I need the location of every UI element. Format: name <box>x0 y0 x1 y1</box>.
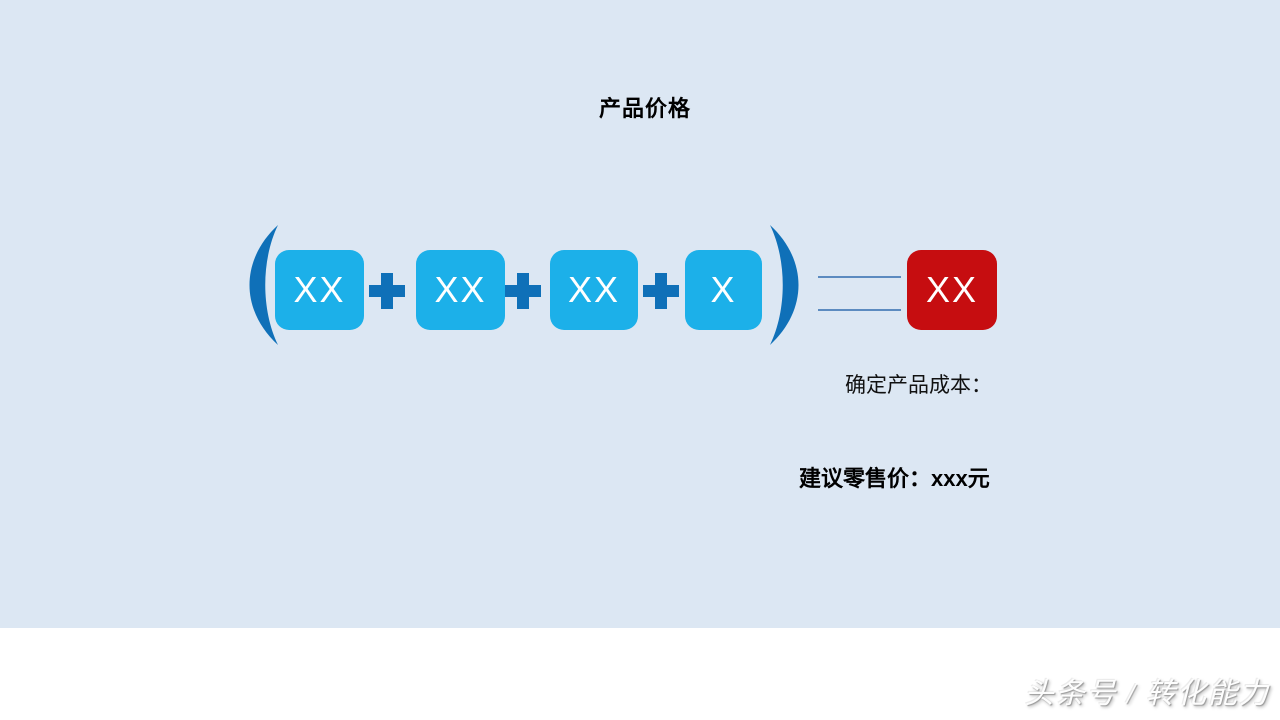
equals-line-top <box>818 276 901 278</box>
formula-term-label: XX <box>567 269 621 310</box>
slide-title: 产品价格 <box>598 96 691 121</box>
formula-term-box: X <box>685 250 762 330</box>
watermark-text: 头条号 / 转化能力 <box>1024 678 1270 710</box>
open-paren-icon <box>249 225 278 345</box>
formula-result-box: XX <box>907 250 997 330</box>
cost-note-text: 确定产品成本： <box>845 374 992 397</box>
plus-icon <box>505 273 541 309</box>
formula-term-label: X <box>710 269 737 310</box>
formula-term-label: XX <box>293 269 346 310</box>
footer-strip: 头条号 / 转化能力 <box>0 628 1280 720</box>
plus-icon <box>369 273 405 309</box>
plus-icon <box>643 273 679 309</box>
formula-term-box: XX <box>550 250 638 330</box>
slide-background: 产品价格 XX XX XX X XX 确定产品成本： 建议零售价：xxx元 <box>0 0 1280 628</box>
formula-term-box: XX <box>416 250 505 330</box>
equals-line-bottom <box>818 309 901 311</box>
formula-term-box: XX <box>275 250 364 330</box>
formula-term-label: XX <box>434 269 487 310</box>
formula-result-label: XX <box>925 269 979 310</box>
close-paren-icon <box>770 225 799 345</box>
price-note-text: 建议零售价：xxx元 <box>799 466 990 491</box>
